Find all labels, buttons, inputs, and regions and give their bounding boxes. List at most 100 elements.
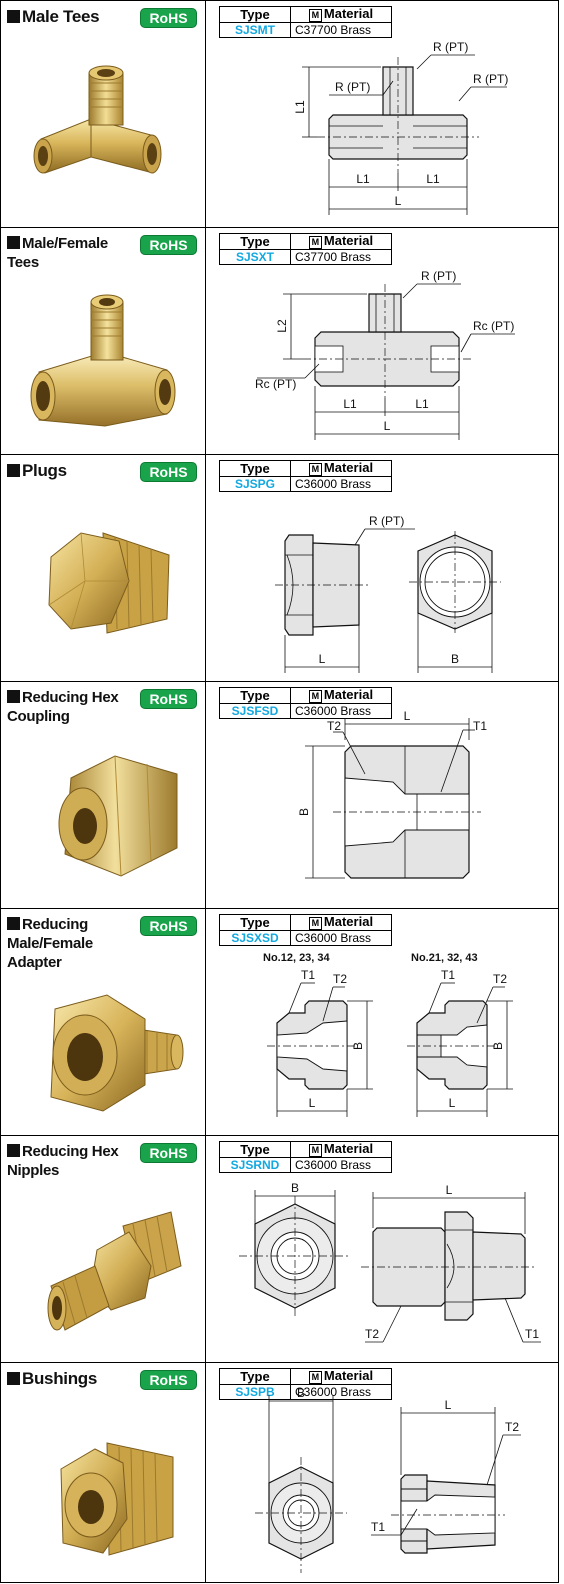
product-info: Reducing Male/Female Adapter RoHS <box>1 909 206 1135</box>
product-title: Bushings <box>7 1369 137 1388</box>
label-l1: L1 <box>356 172 370 186</box>
label-l1: L1 <box>415 397 429 411</box>
label-r-pt: R (PT) <box>369 514 404 528</box>
product-info: Reducing Hex Nipples RoHS <box>1 1136 206 1362</box>
material-value: C36000 Brass <box>290 930 392 946</box>
type-code: SJSXT <box>219 249 291 265</box>
product-photo <box>58 755 178 877</box>
rohs-badge: RoHS <box>140 235 197 255</box>
rohs-badge: RoHS <box>140 1370 197 1390</box>
material-m-icon: M <box>308 1144 322 1157</box>
material-value: C36000 Brass <box>290 703 392 719</box>
material-value: C36000 Brass <box>290 476 392 492</box>
label-l: L <box>395 194 402 208</box>
variant-label: No.21, 32, 43 <box>411 952 478 964</box>
product-photo <box>60 1442 174 1556</box>
material-m-icon: M <box>308 690 322 703</box>
product-photo <box>30 294 176 427</box>
label-t1: T1 <box>525 1327 539 1341</box>
material-value: C37700 Brass <box>290 22 392 38</box>
rohs-badge: RoHS <box>140 916 197 936</box>
label-b: B <box>451 652 459 666</box>
label-t2: T2 <box>505 1420 519 1434</box>
label-b: B <box>351 1042 365 1050</box>
label-l1: L1 <box>293 100 307 114</box>
material-m-icon: M <box>308 463 322 476</box>
technical-drawing: R (PT) L B <box>275 514 501 673</box>
product-info: Plugs RoHS <box>1 455 206 681</box>
product-info: Male/Female Tees RoHS <box>1 228 206 454</box>
label-l1: L1 <box>343 397 357 411</box>
label-b: B <box>297 808 311 816</box>
type-code: SJSPG <box>219 476 291 492</box>
label-r-pt: R (PT) <box>421 269 456 283</box>
rohs-badge: RoHS <box>140 689 197 709</box>
product-photo <box>47 1211 182 1331</box>
technical-drawing: B L T2 T1 <box>239 1181 541 1343</box>
label-t1: T1 <box>301 968 315 982</box>
rohs-badge: RoHS <box>140 1143 197 1163</box>
type-code: SJSXSD <box>219 930 291 946</box>
material-m-icon: M <box>308 917 322 930</box>
product-title: Male/Female Tees <box>7 235 108 271</box>
material-m-icon: M <box>308 236 322 249</box>
label-rc-pt: Rc (PT) <box>255 377 296 391</box>
label-r-pt: R (PT) <box>433 40 468 54</box>
material-value: C36000 Brass <box>290 1384 392 1400</box>
label-t2: T2 <box>333 972 347 986</box>
label-l1: L1 <box>426 172 440 186</box>
product-photo <box>50 994 184 1112</box>
product-title: Plugs <box>7 461 137 480</box>
label-l: L <box>445 1398 452 1412</box>
label-t2: T2 <box>327 719 341 733</box>
material-m-icon: M <box>308 1371 322 1384</box>
technical-drawing: R (PT) Rc (PT) Rc (PT) L2 L1 L1 L <box>255 269 515 440</box>
label-b: B <box>491 1042 505 1050</box>
label-r-pt: R (PT) <box>473 72 508 86</box>
label-t1: T1 <box>371 1520 385 1534</box>
technical-drawing: B L T2 T1 <box>255 1386 521 1573</box>
material-value: C37700 Brass <box>290 249 392 265</box>
type-code: SJSFSD <box>219 703 291 719</box>
label-l: L <box>384 419 391 433</box>
label-t1: T1 <box>441 968 455 982</box>
material-value: C36000 Brass <box>290 1157 392 1173</box>
label-l2: L2 <box>275 319 289 333</box>
variant-label: No.12, 23, 34 <box>263 952 331 964</box>
product-title: Male Tees <box>7 7 137 26</box>
label-rc-pt: Rc (PT) <box>473 319 514 333</box>
product-title: Reducing Hex Coupling <box>7 689 119 725</box>
label-l: L <box>404 709 411 723</box>
material-m-icon: M <box>308 9 322 22</box>
rohs-badge: RoHS <box>140 462 197 482</box>
label-b: B <box>297 1386 305 1400</box>
label-b: B <box>291 1181 299 1195</box>
product-info: Bushings RoHS <box>1 1363 206 1582</box>
product-info: Male Tees RoHS <box>1 1 206 227</box>
label-l: L <box>446 1183 453 1197</box>
product-title: Reducing Hex Nipples <box>7 1143 119 1179</box>
label-l: L <box>309 1096 316 1110</box>
product-info: Reducing Hex Coupling RoHS <box>1 682 206 908</box>
